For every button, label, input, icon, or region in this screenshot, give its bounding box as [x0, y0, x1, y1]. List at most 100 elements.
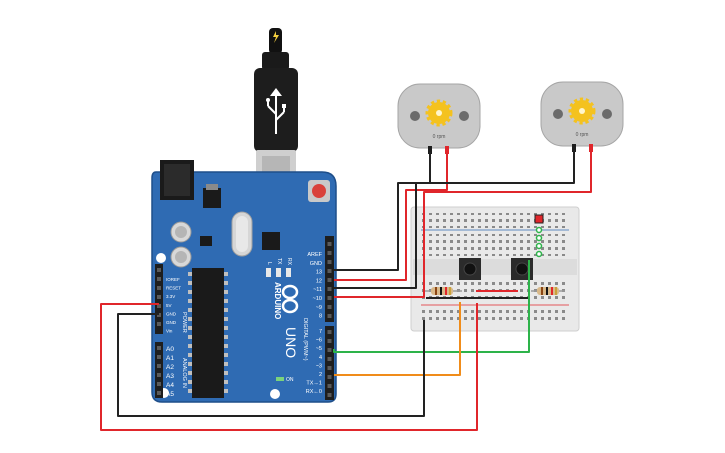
usb-chip — [262, 232, 280, 250]
led-label-l: L — [266, 262, 272, 265]
lightning-icon — [273, 31, 279, 43]
chip-pin — [188, 380, 192, 384]
digital-pin-label: TX→1 — [306, 381, 322, 387]
chip-pin — [188, 317, 192, 321]
resistor-1[interactable] — [424, 287, 462, 295]
analog-pin-label: A1 — [166, 355, 174, 362]
power-pin-label: IOREF — [166, 277, 180, 282]
wire-black[interactable] — [334, 152, 431, 271]
chip-pin — [224, 326, 228, 330]
wire-orange[interactable] — [334, 302, 461, 376]
header-pin[interactable] — [327, 269, 332, 273]
dc-motor-1[interactable]: 0 rpm — [397, 83, 481, 154]
chip-pin — [188, 326, 192, 330]
chip-pin — [188, 272, 192, 276]
digital-pin-label: ~3 — [316, 363, 322, 369]
digital-pin-label: RX←0 — [306, 389, 322, 395]
screw-icon — [553, 109, 563, 119]
chip-pin — [224, 281, 228, 285]
power-label: POWER — [181, 312, 187, 333]
rpm-readout: 0 rpm — [433, 134, 446, 140]
arduino-uno-board[interactable]: L TX RX ON ARDUINO UNO DIGITAL (PWM~) PO… — [151, 160, 337, 403]
chip-pin — [188, 344, 192, 348]
header-pin[interactable] — [327, 296, 332, 300]
chip-pin — [188, 281, 192, 285]
header-pin[interactable] — [157, 322, 161, 326]
digital-pin-label: ~10 — [313, 296, 322, 302]
header-pin[interactable] — [157, 373, 161, 377]
header-pin[interactable] — [327, 393, 332, 397]
analog-label: ANALOG IN — [181, 358, 187, 388]
dc-motor-2[interactable]: 0 rpm — [540, 81, 624, 152]
header-pin[interactable] — [157, 382, 161, 386]
wire-black[interactable] — [334, 150, 575, 289]
analog-pin-label: A2 — [166, 364, 174, 371]
mounting-hole — [156, 253, 166, 263]
analog-pin-label: A5 — [166, 391, 174, 398]
screw-icon — [410, 111, 420, 121]
digital-pin-label: 13 — [316, 270, 322, 276]
header-pin[interactable] — [327, 278, 332, 282]
breadboard[interactable] — [410, 206, 580, 332]
power-pin-label: 3.3V — [166, 294, 175, 299]
header-pin[interactable] — [327, 260, 332, 264]
header-pin[interactable] — [157, 295, 161, 299]
wire-red[interactable] — [334, 150, 592, 298]
gear-icon — [425, 99, 453, 127]
wire-endpoint-markers[interactable] — [535, 226, 543, 258]
header-pin[interactable] — [157, 364, 161, 368]
digital-label: DIGITAL (PWM~) — [302, 318, 308, 361]
digital-pin-label: 2 — [319, 372, 322, 378]
brand-label: ARDUINO — [273, 282, 282, 319]
analog-pin-label: A0 — [166, 346, 174, 353]
header-pin[interactable] — [327, 314, 332, 318]
digital-pin-label: GND — [310, 261, 322, 267]
digital-pin-label: 7 — [319, 329, 322, 335]
wire-green[interactable] — [333, 260, 530, 353]
digital-pin-label: ~9 — [316, 305, 322, 311]
header-pin[interactable] — [157, 286, 161, 290]
wire-red[interactable] — [334, 152, 448, 281]
header-pin[interactable] — [157, 304, 161, 308]
chip-pin — [224, 272, 228, 276]
power-pin-label: 5V — [166, 303, 172, 308]
header-pin[interactable] — [327, 242, 332, 246]
header-pin[interactable] — [157, 355, 161, 359]
digital-header-bottom[interactable] — [325, 326, 334, 400]
header-pin[interactable] — [157, 277, 161, 281]
header-pin[interactable] — [327, 357, 332, 361]
wire-black[interactable] — [117, 313, 425, 417]
chip-pin — [224, 317, 228, 321]
chip-pin — [188, 389, 192, 393]
header-pin[interactable] — [327, 305, 332, 309]
header-pin[interactable] — [327, 251, 332, 255]
resistor-2[interactable] — [531, 287, 565, 295]
analog-header[interactable] — [155, 342, 163, 398]
header-pin[interactable] — [157, 346, 161, 350]
header-pin[interactable] — [327, 375, 332, 379]
power-pin-label: Vin — [166, 329, 173, 334]
led-label-rx: RX — [286, 258, 292, 266]
voltage-regulator — [203, 188, 221, 208]
chip-pin — [224, 380, 228, 384]
power-pin-label: GND — [166, 311, 177, 316]
header-pin[interactable] — [327, 348, 332, 352]
digital-pin-label: 12 — [316, 278, 322, 284]
header-pin[interactable] — [327, 330, 332, 334]
chip-pin — [224, 308, 228, 312]
wire-endpoint-marker[interactable] — [534, 214, 544, 224]
header-pin[interactable] — [157, 391, 161, 395]
header-pin[interactable] — [327, 339, 332, 343]
chip-pin — [188, 353, 192, 357]
power-pin-label: RESET — [166, 286, 181, 291]
model-label: UNO — [283, 327, 299, 358]
header-pin[interactable] — [327, 384, 332, 388]
pushbutton-1[interactable] — [459, 258, 481, 280]
header-pin[interactable] — [327, 366, 332, 370]
header-pin[interactable] — [327, 287, 332, 291]
on-label: ON — [286, 377, 294, 383]
gear-icon — [568, 97, 596, 125]
wire-red[interactable] — [100, 303, 478, 431]
header-pin[interactable] — [157, 268, 161, 272]
